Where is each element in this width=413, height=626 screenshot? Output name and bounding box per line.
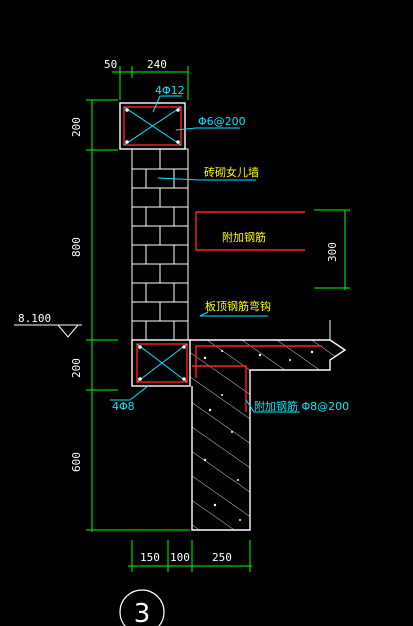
left-dim-1: 200 [70, 117, 83, 137]
top-dim-width: 240 [147, 58, 167, 71]
label-add-bar-lower: 附加钢筋 Φ8@200 [254, 399, 349, 413]
bottom-dim-1: 150 [140, 551, 160, 564]
label-parapet-wall: 砖砌女儿墙 [204, 165, 259, 179]
add-bar-upper-shape [195, 211, 305, 251]
detail-number: 3 [134, 599, 151, 626]
bottom-dim-2: 100 [170, 551, 190, 564]
right-dimension [314, 209, 350, 290]
brick-wall [131, 148, 189, 341]
label-top-stirrup: Φ6@200 [198, 115, 246, 128]
label-bottom-rebar: 4Φ8 [112, 400, 135, 413]
label-slab-anchor: 板顶钢筋弯钩 [205, 299, 271, 313]
leaders [110, 95, 300, 413]
level-mark [14, 324, 82, 338]
left-dim-3: 200 [70, 358, 83, 378]
concrete-slab [190, 320, 347, 531]
bottom-dim-3: 250 [212, 551, 232, 564]
left-dim-2: 800 [70, 237, 83, 257]
right-dim: 300 [326, 242, 339, 262]
left-dimension [86, 99, 190, 532]
top-dimension [112, 66, 189, 100]
bottom-beam [131, 339, 191, 387]
slab-rebar [192, 345, 322, 412]
label-add-bar-upper: 附加钢筋 [222, 230, 266, 244]
detail-bubble [119, 589, 165, 626]
top-dim-offset: 50 [104, 58, 117, 71]
top-beam [119, 102, 186, 150]
label-top-rebar: 4Φ12 [155, 84, 185, 97]
left-dim-4: 600 [70, 452, 83, 472]
level-value: 8.100 [18, 312, 51, 325]
bottom-dimension [128, 540, 252, 572]
